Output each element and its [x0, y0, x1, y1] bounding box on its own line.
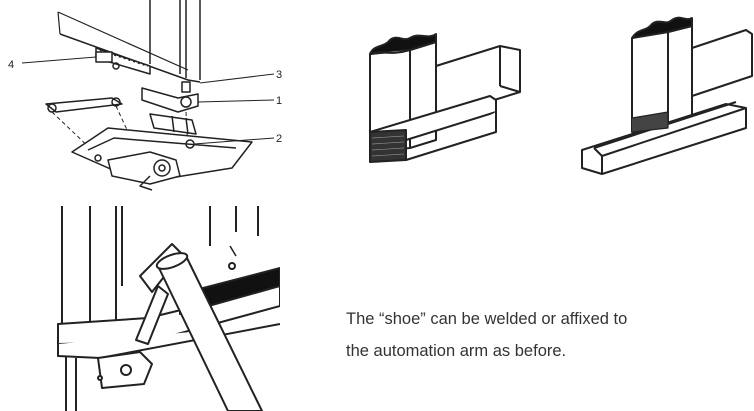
- caption-line-2: the automation arm as before.: [346, 342, 567, 360]
- exploded-assembly-svg: 1 2 3 4: [8, 0, 282, 191]
- shoe-solid-diagram: [350, 20, 540, 190]
- gate-arm-svg: [57, 206, 280, 411]
- callout-3: 3: [276, 69, 282, 81]
- caption: The “shoe” can be welded or affixed to t…: [346, 303, 746, 367]
- callout-2: 2: [276, 133, 282, 145]
- callout-1: 1: [276, 95, 282, 107]
- shoe-channel-diagram: [576, 8, 754, 190]
- shoe-solid-svg: [369, 33, 521, 163]
- shoe-channel-svg: [581, 16, 753, 175]
- exploded-assembly-diagram: 1 2 3 4: [0, 0, 320, 200]
- gate-arm-diagram: [40, 206, 280, 411]
- callout-4: 4: [8, 59, 14, 71]
- caption-line-1: The “shoe” can be welded or affixed to: [346, 310, 628, 328]
